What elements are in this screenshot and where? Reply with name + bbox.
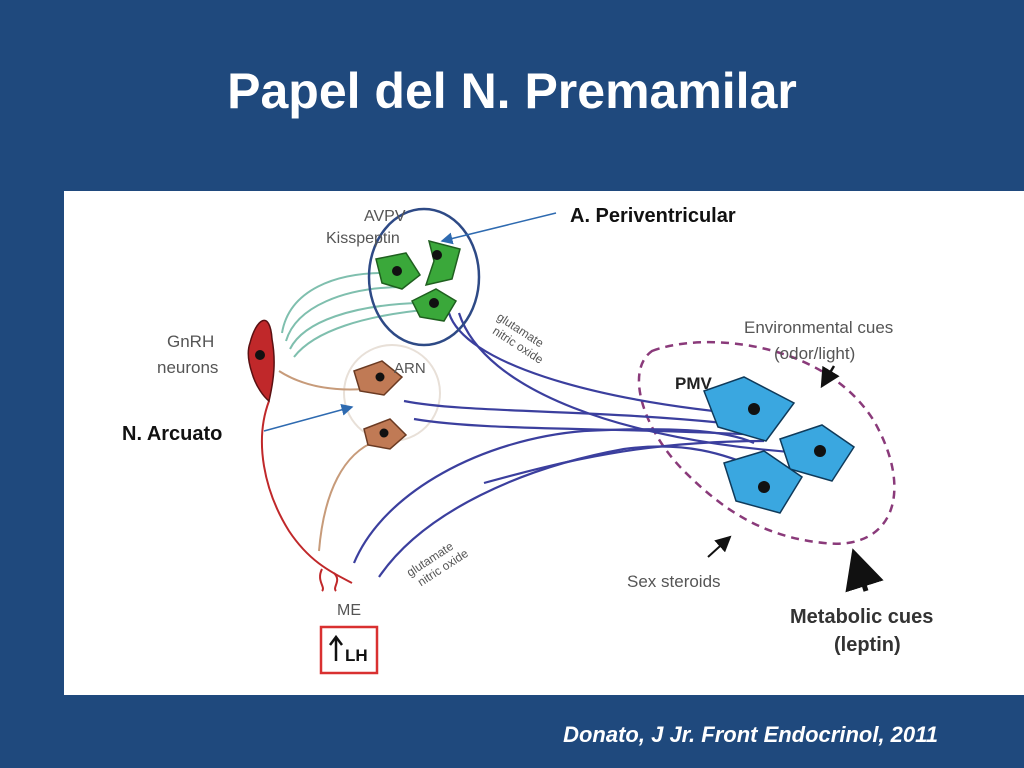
arn-axons	[278, 370, 377, 552]
label-me: ME	[337, 602, 361, 619]
label-metabolic-cues: Metabolic cues	[790, 606, 933, 628]
periventricular-arrow	[440, 212, 557, 245]
label-leptin: (leptin)	[834, 634, 901, 656]
periventricular-circle	[367, 207, 481, 347]
gnrh-neuron	[247, 319, 275, 403]
annotation-periventricular: A. Periventricular	[570, 205, 736, 227]
label-environmental-cues: Environmental cues	[744, 318, 893, 337]
pmv-region-outline	[637, 340, 896, 545]
annotation-arcuato: N. Arcuato	[122, 423, 222, 445]
pmv-circuit-diagram: AVPV Kisspeptin GnRH neurons ARN PMV Env…	[122, 205, 933, 675]
slide-title: Papel del N. Premamilar	[227, 63, 797, 119]
label-glutamate-bottom: glutamate nitric oxide	[404, 539, 471, 589]
kisspeptin-axons	[281, 271, 435, 358]
pmv-neurons	[703, 376, 856, 514]
diagram-panel: AVPV Kisspeptin GnRH neurons ARN PMV Env…	[64, 191, 1024, 695]
environmental-arrow	[820, 365, 840, 389]
label-gnrh: GnRH	[167, 332, 214, 351]
kisspeptin-neurons	[375, 239, 461, 322]
label-sex-steroids: Sex steroids	[627, 572, 721, 591]
gnrh-nucleus	[255, 350, 265, 360]
label-pmv: PMV	[675, 374, 713, 393]
label-odor-light: (odor/light)	[774, 344, 855, 363]
glutamatergic-axons	[352, 312, 805, 578]
steroids-arrow	[707, 535, 732, 558]
arn-neurons	[353, 360, 408, 450]
label-avpv: AVPV	[364, 208, 406, 225]
label-kisspeptin: Kisspeptin	[326, 230, 400, 247]
metabolic-arrow	[845, 548, 884, 593]
lh-box	[319, 625, 379, 675]
arcuato-arrow	[263, 403, 354, 432]
label-arn: ARN	[394, 360, 426, 377]
label-lh: LH	[345, 646, 368, 665]
gnrh-axon	[260, 400, 353, 584]
citation: Donato, J Jr. Front Endocrinol, 2011	[563, 722, 938, 747]
label-neurons: neurons	[157, 358, 218, 377]
